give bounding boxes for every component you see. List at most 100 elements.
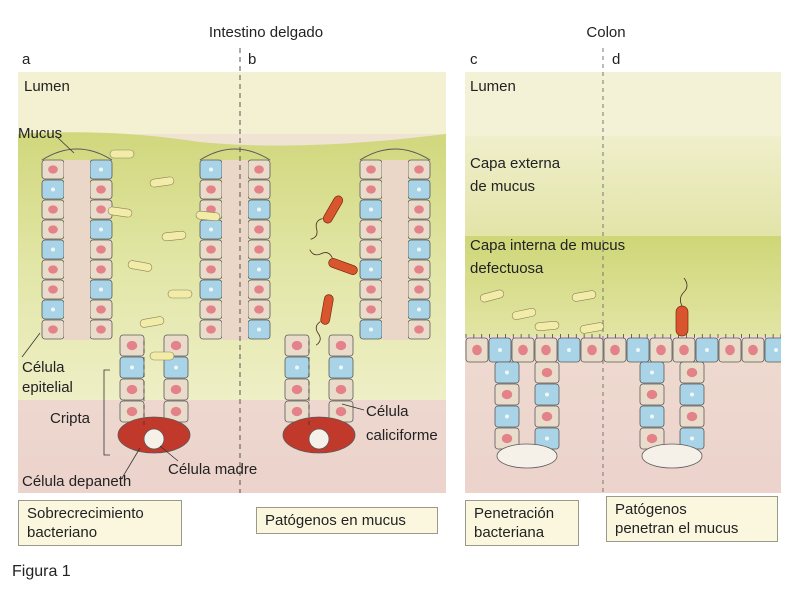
- goblet-cell: [764, 337, 781, 363]
- leader-goblet: [341, 403, 365, 411]
- cell-nucleus: [96, 185, 106, 194]
- panel-letter-d: d: [612, 51, 620, 68]
- bacteria-overgrowth: [107, 149, 221, 361]
- cell-nucleus: [686, 411, 698, 422]
- goblet-granule: [257, 207, 261, 212]
- cell-nucleus: [96, 325, 106, 334]
- colon-panel: [465, 72, 781, 493]
- cell-nucleus: [291, 384, 303, 395]
- villus-core: [64, 160, 90, 340]
- cell-nucleus: [748, 344, 758, 356]
- crypt-base: [641, 443, 703, 469]
- goblet-granule: [545, 436, 549, 441]
- bacterium: [149, 176, 175, 188]
- cell-nucleus: [126, 406, 138, 417]
- caption-d-line-2: penetran el mucus: [615, 520, 739, 537]
- cell-nucleus: [541, 367, 553, 378]
- label-epithelial-1: Célula: [22, 359, 65, 376]
- pathogen-penetrating: [675, 277, 689, 337]
- cell-nucleus: [414, 225, 424, 234]
- goblet-granule: [650, 370, 654, 375]
- goblet-granule: [369, 207, 373, 212]
- goblet-granule: [417, 307, 421, 312]
- goblet-granule: [774, 348, 778, 352]
- cell-nucleus: [501, 389, 513, 400]
- pathogen-flagellum: [309, 249, 333, 259]
- leader-stem-cell: [159, 445, 179, 462]
- goblet-granule: [545, 392, 549, 397]
- goblet-granule: [99, 167, 103, 172]
- cell-nucleus: [679, 344, 689, 356]
- cell-nucleus: [206, 245, 216, 254]
- cell-nucleus: [96, 305, 106, 314]
- bacterium: [167, 289, 193, 299]
- label-goblet-1: Célula: [366, 403, 409, 420]
- bacterium: [579, 322, 605, 334]
- goblet-granule: [567, 348, 571, 352]
- cell-nucleus: [254, 245, 264, 254]
- lumen-area-right: [465, 72, 781, 136]
- bacterium: [571, 290, 597, 302]
- pathogen: [675, 305, 689, 337]
- label-crypt: Cripta: [50, 410, 91, 427]
- cell-nucleus: [254, 185, 264, 194]
- caption-box-a: Sobrecrecimiento bacteriano: [18, 500, 182, 546]
- cell-nucleus: [254, 305, 264, 314]
- cell-nucleus: [725, 344, 735, 356]
- cell-nucleus: [335, 340, 347, 351]
- cell-nucleus: [291, 406, 303, 417]
- cell-nucleus: [501, 433, 513, 444]
- bacterium: [479, 289, 505, 303]
- caption-a-line-2: bacteriano: [27, 524, 98, 541]
- bacterium: [161, 230, 187, 242]
- cell-nucleus: [472, 344, 482, 356]
- goblet-granule: [257, 267, 261, 272]
- goblet-granule: [51, 307, 55, 312]
- caption-c-line-2: bacteriana: [474, 524, 545, 541]
- cell-nucleus: [656, 344, 666, 356]
- header-small-intestine: Intestino delgado: [209, 24, 323, 41]
- leader-mucus: [55, 135, 75, 154]
- cell-nucleus: [48, 205, 58, 214]
- bacterium: [139, 316, 165, 328]
- label-goblet-2: caliciforme: [366, 427, 438, 444]
- cell-nucleus: [366, 285, 376, 294]
- pathogens-in-mucus: [309, 195, 358, 346]
- pathogen-flagellum: [680, 277, 688, 307]
- leader-paneth: [121, 447, 141, 479]
- goblet-granule: [130, 365, 134, 370]
- bacterium: [109, 149, 135, 159]
- outer-mucus-layer: [465, 136, 781, 236]
- goblet-granule: [369, 327, 373, 332]
- pathogen: [328, 258, 358, 275]
- caption-c-line-1: Penetración: [474, 505, 555, 522]
- cell-nucleus: [366, 225, 376, 234]
- cell-nucleus: [48, 265, 58, 274]
- caption-a-line-1: Sobrecrecimiento: [27, 505, 144, 522]
- bacterium: [511, 308, 537, 320]
- panel-letter-a: a: [22, 51, 31, 68]
- goblet-granule: [99, 287, 103, 292]
- label-outer-mucus-2: de mucus: [470, 178, 535, 195]
- cell-nucleus: [48, 165, 58, 174]
- header-colon: Colon: [586, 24, 625, 41]
- cell-nucleus: [414, 265, 424, 274]
- goblet-granule: [369, 267, 373, 272]
- pathogen: [322, 195, 344, 224]
- cell-nucleus: [366, 245, 376, 254]
- cell-nucleus: [646, 389, 658, 400]
- pathogen: [320, 294, 334, 325]
- cell-nucleus: [541, 411, 553, 422]
- colon-epithelium: [465, 334, 781, 363]
- goblet-granule: [209, 287, 213, 292]
- bacterium: [107, 206, 133, 218]
- cell-nucleus: [610, 344, 620, 356]
- label-lumen-right: Lumen: [470, 78, 516, 95]
- cell-nucleus: [254, 225, 264, 234]
- leader-epithelial: [21, 332, 41, 358]
- cell-nucleus: [96, 245, 106, 254]
- goblet-granule: [51, 247, 55, 252]
- goblet-granule: [209, 227, 213, 232]
- stem-cell: [143, 428, 165, 450]
